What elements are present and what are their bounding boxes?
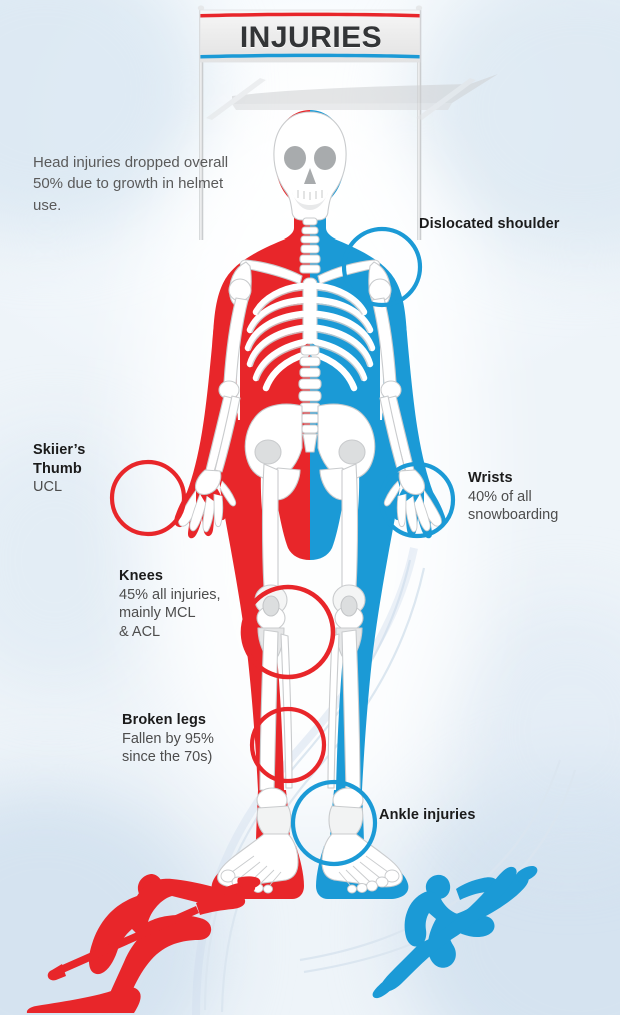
head-injury-note: Head injuries dropped overall 50% due to… [33,154,229,214]
cervical-spine [299,217,321,274]
wrist-right [398,469,426,496]
skeleton-overlay [178,111,442,894]
callout-title-skiers-thumb-line2: Thumb [33,460,82,477]
ribcage [244,282,376,392]
callout-detail-knees-line3: & ACL [119,623,161,640]
elbow-left [218,380,240,400]
skull-eye-left [284,146,306,170]
banner-stripe-red [200,12,420,18]
lumbar-spine [298,345,322,453]
callout-label-knees: Knees 45% all injuries, mainly MCL & ACL [119,567,259,641]
callout-circle-broken-legs[interactable] [249,706,327,784]
fibula-right [327,633,340,789]
callout-detail-skiers-thumb: UCL [33,479,63,496]
snow-trail-glow [192,547,418,1015]
banner-stripe-blue [200,53,420,59]
skier-silhouette [26,874,261,1013]
callout-circles [109,226,456,867]
callout-title-wrists: Wrists [468,470,513,486]
callout-title-dislocated-shoulder: Dislocated shoulder [419,216,560,232]
ankle-right [328,787,364,835]
foot-right [321,833,403,894]
banner-title: INJURIES [239,21,383,54]
callout-circle-knees[interactable] [240,584,336,680]
radius-ulna-right-2 [379,395,406,473]
callout-circle-skiers-thumb[interactable] [109,459,187,537]
shoulder-joint-right [368,278,392,302]
skull-nose [304,168,316,184]
callout-detail-knees-line1: 45% all injuries, [119,586,221,603]
skull-eye-right [314,146,336,170]
callout-circle-dislocated-shoulder[interactable] [341,226,423,308]
callout-circle-wrists[interactable] [378,461,456,539]
callout-detail-knees-line2: mainly MCL [119,605,196,622]
femur-left [261,463,279,589]
callout-detail-wrists-line1: 40% of all [468,488,532,505]
callout-title-knees: Knees [119,568,164,584]
callout-detail-broken-legs-line2: since the 70s) [122,749,213,766]
callout-label-dislocated-shoulder: Dislocated shoulder [419,215,560,234]
snowboarder-silhouette [372,866,538,999]
callout-label-wrists: Wrists 40% of all snowboarding [468,469,598,525]
callout-title-skiers-thumb-line1: Skiier’s [33,442,86,458]
sternum [302,277,318,345]
hand-left [178,480,237,533]
callout-title-ankle-injuries: Ankle injuries [379,807,476,823]
callout-label-ankle-injuries: Ankle injuries [379,806,476,825]
ribcage-shade [249,289,371,381]
wrist-left [194,469,222,496]
skull-jaw [292,192,328,210]
callout-detail-broken-legs-line1: Fallen by 95% [122,730,214,747]
elbow-right [380,380,402,400]
shoulder-joint-left [228,278,252,302]
callout-label-broken-legs: Broken legs Fallen by 95% since the 70s) [122,711,262,767]
banner-board [199,9,421,63]
callout-label-skiers-thumb: Skiier’s Thumb UCL [33,441,128,497]
skull [273,111,347,221]
femur-right [341,463,359,589]
banner-net-band [206,74,498,120]
banner-poles [197,5,423,240]
hip-joint-left [254,439,282,465]
clavicle-left [239,259,303,285]
hand-right [383,480,442,533]
hip-joint-right [338,439,366,465]
callout-circle-ankle-injuries[interactable] [290,779,378,867]
callout-title-broken-legs: Broken legs [122,712,207,728]
callout-detail-wrists-line2: snowboarding [468,507,559,524]
radius-ulna-left-2 [214,395,241,473]
ankle-left [256,787,292,835]
